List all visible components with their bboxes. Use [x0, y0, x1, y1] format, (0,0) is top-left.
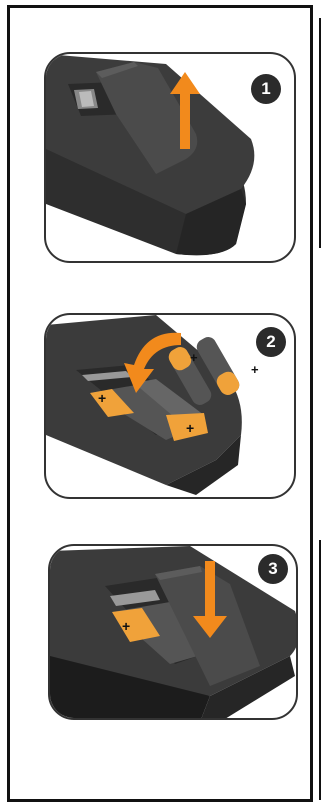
step-number-badge: 3: [258, 554, 288, 584]
step-1-panel: 1: [44, 52, 296, 263]
right-border-segment: [319, 18, 321, 248]
right-border-segment: [319, 540, 321, 800]
step-3-panel: + 3: [48, 544, 298, 720]
step-number-badge: 1: [251, 74, 281, 104]
step-2-panel: + + + + 2: [44, 313, 296, 499]
step-number-badge: 2: [256, 327, 286, 357]
